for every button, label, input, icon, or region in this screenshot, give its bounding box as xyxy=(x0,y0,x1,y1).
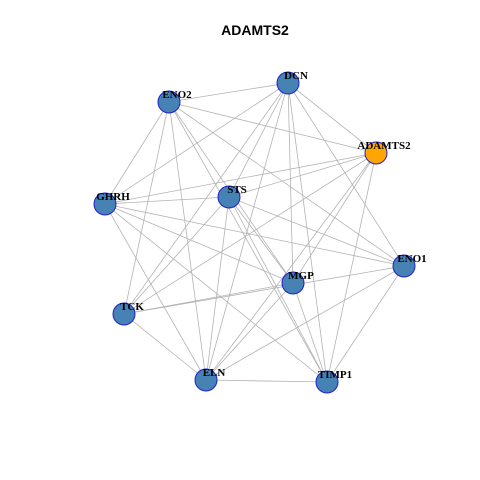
edge-dcn-sts xyxy=(228,82,289,198)
node-label-sts: STS xyxy=(227,184,247,196)
edge-mgp-timp1 xyxy=(292,282,328,383)
edge-tck-eln xyxy=(123,313,207,381)
edge-dcn-ghrh xyxy=(104,82,289,205)
edge-sts-tck xyxy=(123,196,230,315)
edge-adamts2-ghrh xyxy=(104,152,377,205)
node-eno1[interactable] xyxy=(392,254,416,278)
node-label-ghrh: GHRH xyxy=(96,191,130,203)
node-ghrh[interactable] xyxy=(93,192,117,216)
edge-adamts2-mgp xyxy=(292,152,377,284)
node-tck[interactable] xyxy=(112,302,136,326)
node-label-timp1: TIMP1 xyxy=(318,369,352,381)
node-eno2[interactable] xyxy=(157,90,181,114)
node-label-mgp: MGP xyxy=(288,270,314,282)
edge-ghrh-eln xyxy=(104,203,207,381)
edge-mgp-tck xyxy=(123,282,294,315)
edge-dcn-eno1 xyxy=(287,82,405,267)
edge-ghrh-mgp xyxy=(104,203,294,284)
edge-adamts2-sts xyxy=(228,152,377,198)
node-label-dcn: DCN xyxy=(284,70,308,82)
node-mgp[interactable] xyxy=(281,271,305,295)
node-label-eno2: ENO2 xyxy=(162,89,192,101)
edge-dcn-mgp xyxy=(287,82,294,284)
edge-adamts2-timp1 xyxy=(326,152,377,383)
edge-eno1-eln xyxy=(205,265,405,381)
edge-ghrh-timp1 xyxy=(104,203,328,383)
node-adamts2[interactable] xyxy=(364,141,388,165)
edge-eno1-timp1 xyxy=(326,265,405,383)
node-label-eln: ELN xyxy=(203,367,226,379)
edge-eno1-tck xyxy=(123,265,405,315)
chart-title: ADAMTS2 xyxy=(221,22,289,38)
edge-sts-eno1 xyxy=(228,196,405,267)
node-label-adamts2: ADAMTS2 xyxy=(357,140,411,152)
edge-eln-timp1 xyxy=(205,379,328,383)
edge-eno2-ghrh xyxy=(104,101,170,205)
edge-eno2-timp1 xyxy=(168,101,328,383)
edge-eno2-adamts2 xyxy=(168,101,377,154)
edge-adamts2-eln xyxy=(205,152,377,381)
edge-sts-mgp xyxy=(228,196,294,284)
edge-dcn-eno2 xyxy=(168,82,289,103)
node-eln[interactable] xyxy=(194,368,218,392)
edge-ghrh-eno1 xyxy=(104,203,405,267)
edge-adamts2-tck xyxy=(123,152,377,315)
node-label-tck: TCK xyxy=(120,301,144,313)
edge-dcn-adamts2 xyxy=(287,82,377,154)
edge-sts-eln xyxy=(205,196,230,381)
edge-layer xyxy=(104,82,405,383)
node-dcn[interactable] xyxy=(276,71,300,95)
node-timp1[interactable] xyxy=(315,370,339,394)
node-layer xyxy=(93,71,416,394)
edge-mgp-eln xyxy=(205,282,294,381)
edge-eno2-eno1 xyxy=(168,101,405,267)
edge-eno2-tck xyxy=(123,101,170,315)
edge-eno2-eln xyxy=(168,101,207,381)
edge-ghrh-sts xyxy=(104,196,230,205)
node-label-eno1: ENO1 xyxy=(397,253,426,265)
node-sts[interactable] xyxy=(217,185,241,209)
edge-sts-timp1 xyxy=(228,196,328,383)
